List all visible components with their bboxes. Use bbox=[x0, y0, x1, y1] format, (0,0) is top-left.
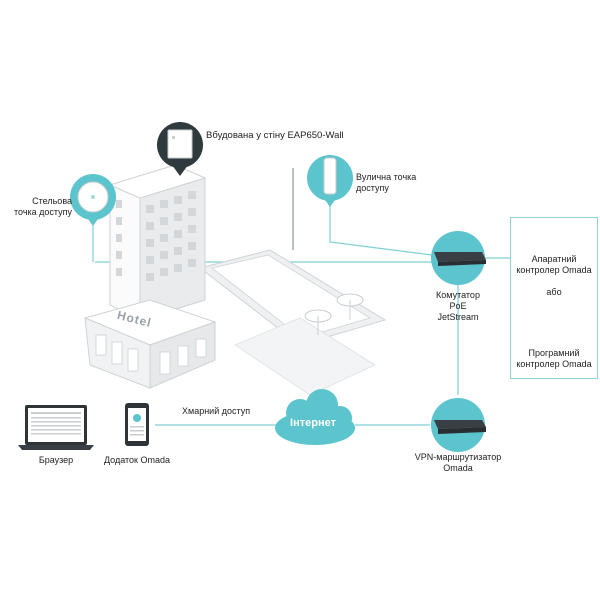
outdoor-ap-label-line2: доступу bbox=[356, 183, 389, 193]
hotel-building bbox=[83, 164, 217, 389]
or-label: або bbox=[546, 287, 562, 297]
ceiling-ap-label-line1: Стельова bbox=[32, 196, 72, 206]
cloud-access-label: Хмарний доступ bbox=[182, 406, 251, 416]
controller-box bbox=[510, 217, 598, 379]
hw-controller-label-line1: Апаратний bbox=[531, 254, 577, 264]
sw-controller-label-line2: контролер Omada bbox=[516, 359, 592, 369]
router-bubble bbox=[431, 398, 486, 452]
switch-bubble bbox=[431, 231, 486, 285]
app-label: Додаток Omada bbox=[103, 455, 171, 465]
ceiling-ap-bubble bbox=[70, 174, 116, 226]
ceiling-ap-label-line2: точка доступу bbox=[13, 207, 72, 217]
omada-app-phone bbox=[125, 403, 149, 446]
wall-ap-bubble bbox=[157, 122, 203, 176]
browser-label: Браузер bbox=[38, 455, 74, 465]
internet-label: Інтернет bbox=[290, 417, 336, 429]
switch-label-line3: JetStream bbox=[437, 312, 479, 322]
browser-laptop bbox=[18, 405, 94, 450]
internet-cloud bbox=[275, 389, 355, 445]
sw-controller-label-line1: Програмний bbox=[528, 348, 580, 358]
router-label-line2: Omada bbox=[443, 463, 473, 473]
outdoor-ap-bubble bbox=[307, 155, 353, 207]
pool-area bbox=[198, 168, 387, 396]
switch-label-line1: Комутатор bbox=[436, 290, 480, 300]
switch-label-line2: PoE bbox=[449, 301, 467, 311]
hw-controller-label-line2: контролер Omada bbox=[516, 265, 592, 275]
router-label-line1: VPN-маршрутизатор bbox=[414, 452, 502, 462]
wall-ap-label: Вбудована у стіну EAP650-Wall bbox=[206, 130, 344, 141]
outdoor-ap-label-line1: Вулична точка bbox=[356, 172, 417, 182]
